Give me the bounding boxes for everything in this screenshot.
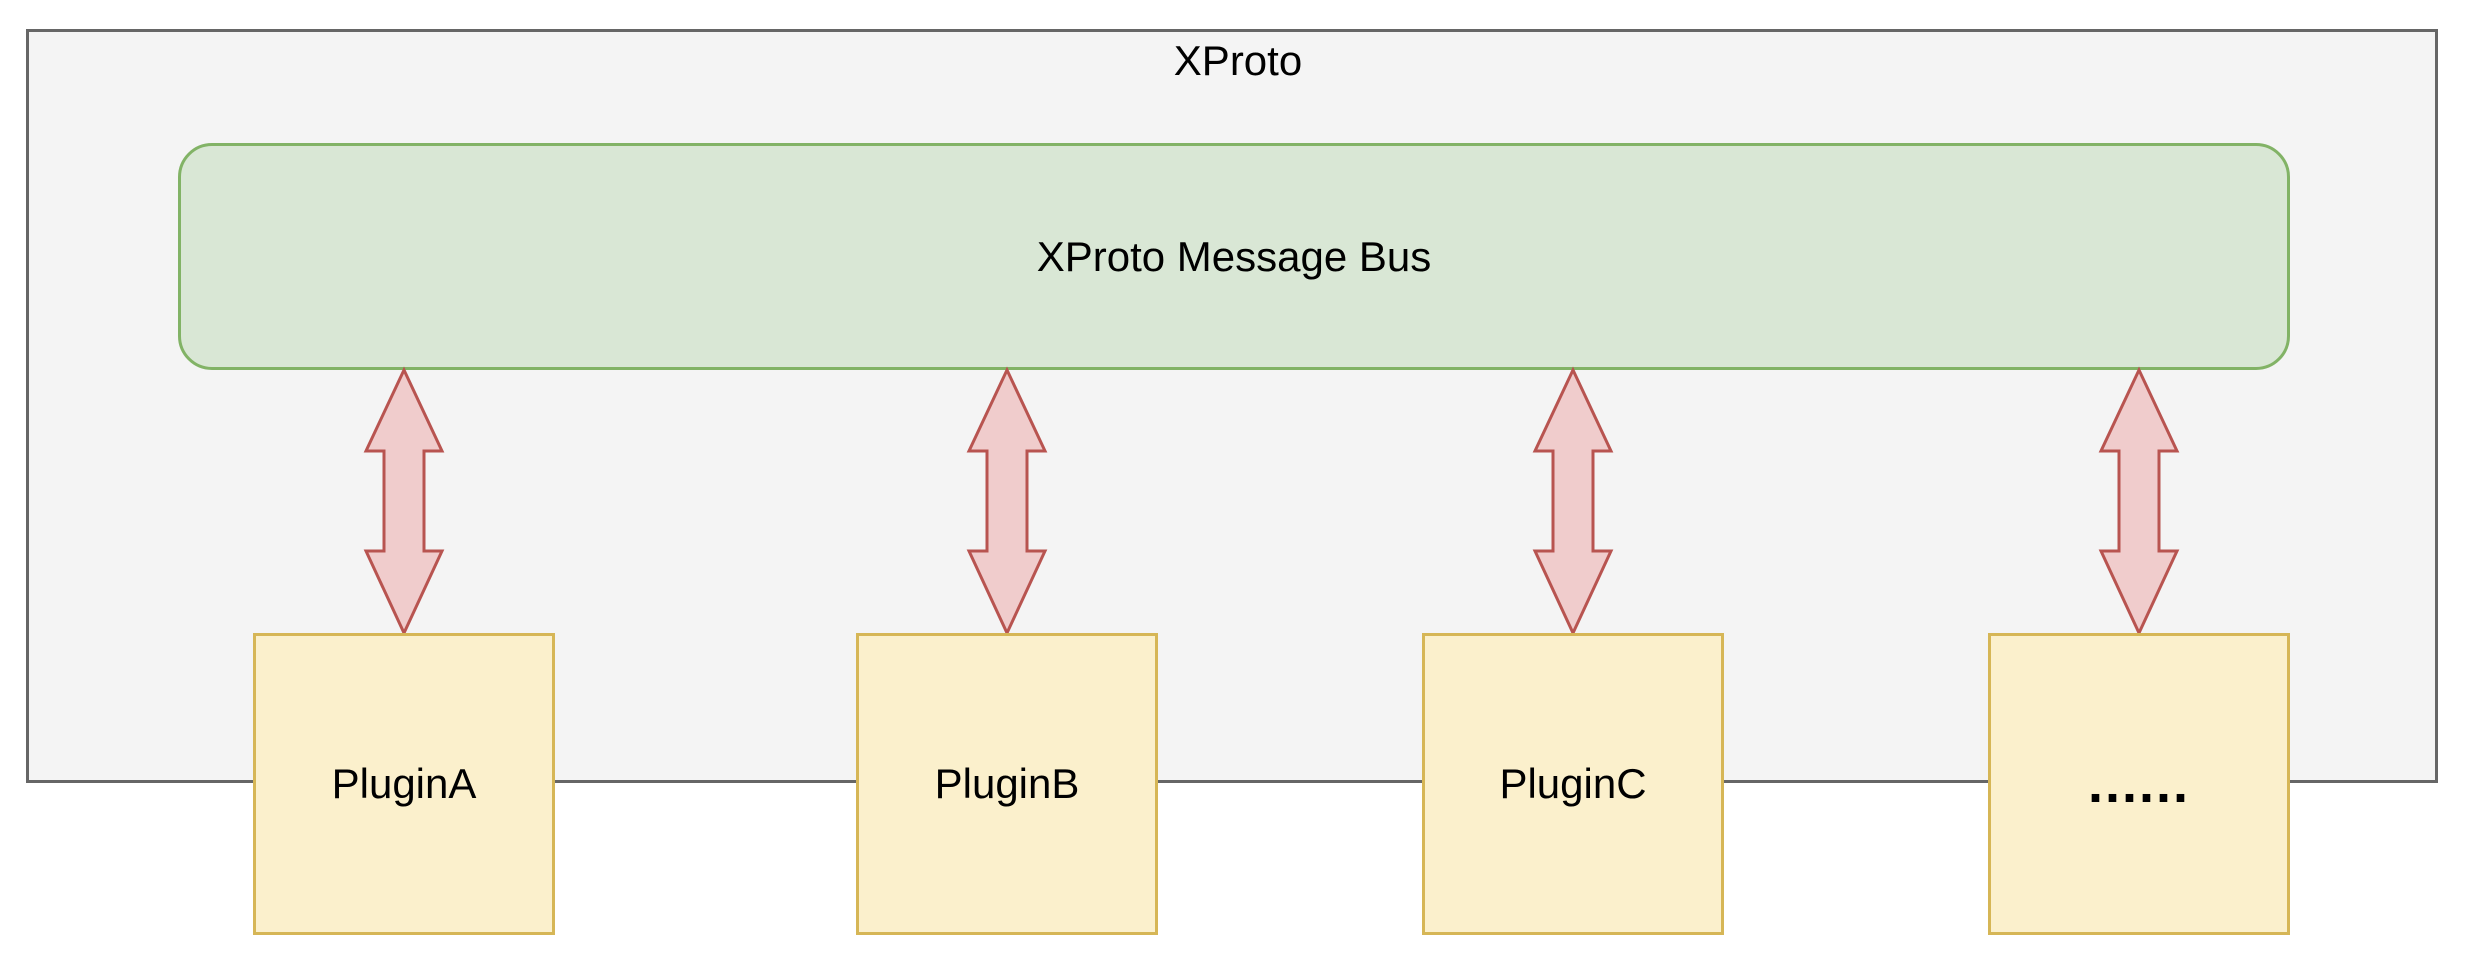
plugin-b-label: PluginB [934, 760, 1080, 807]
plugin-a-label: PluginA [331, 760, 477, 807]
plugin-more-box: ...... [1988, 633, 2290, 935]
plugin-c-box: PluginC [1422, 633, 1724, 935]
container-title: XProto [1173, 37, 1303, 84]
plugin-more-label: ...... [2087, 754, 2191, 814]
plugin-b-box: PluginB [856, 633, 1158, 935]
message-bus-label: XProto Message Bus [1036, 232, 1432, 280]
plugin-a-box: PluginA [253, 633, 555, 935]
plugin-c-label: PluginC [1499, 760, 1647, 807]
message-bus: XProto Message Bus [178, 143, 2290, 370]
